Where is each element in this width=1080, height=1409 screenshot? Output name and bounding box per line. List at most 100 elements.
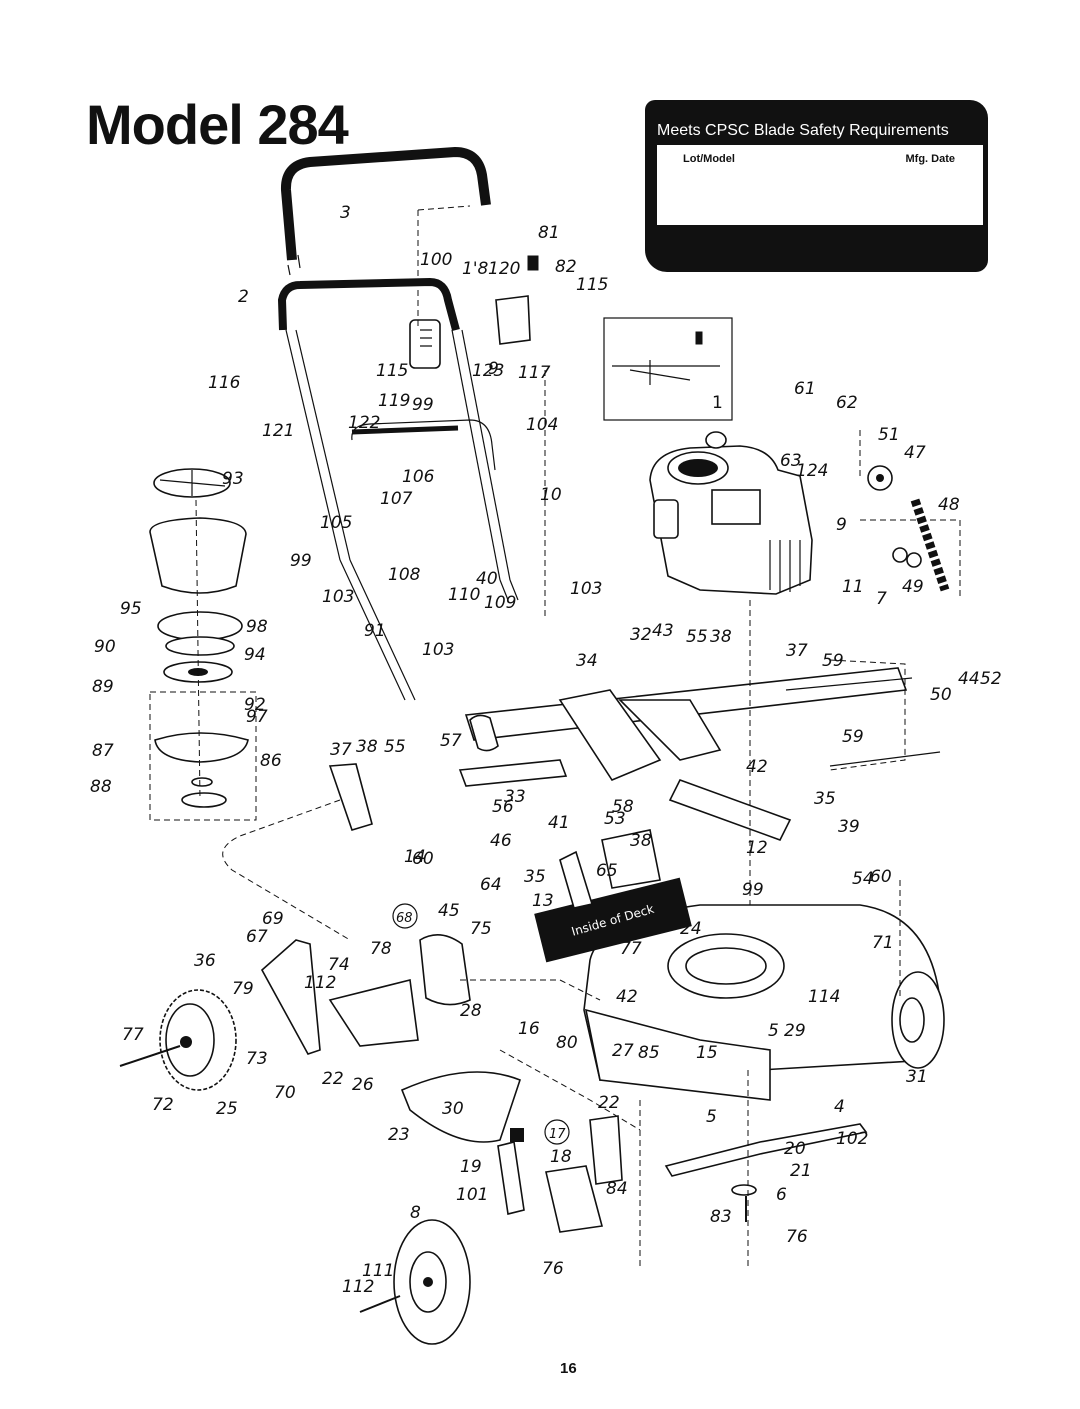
part-callout: 59 xyxy=(822,651,844,671)
mfg-date-label: Mfg. Date xyxy=(905,153,956,165)
part-callout: 70 xyxy=(274,1083,296,1103)
part-callout: 26 xyxy=(352,1075,374,1095)
inset-label: 1 xyxy=(712,393,723,413)
part-callout: 73 xyxy=(246,1049,268,1069)
lot-model-label: Lot/Model xyxy=(683,153,735,165)
part-callout: 48 xyxy=(938,495,960,515)
part-callout: 115 xyxy=(376,361,408,381)
part-callout: 76 xyxy=(786,1227,808,1247)
part-callout: 99 xyxy=(290,551,312,571)
part-callout: 119 xyxy=(378,391,410,411)
part-callout: 69 xyxy=(262,909,284,929)
part-callout: 95 xyxy=(120,599,142,619)
part-callout: 58 xyxy=(612,797,634,817)
guide-line xyxy=(860,519,961,600)
part-callout: 38 xyxy=(356,737,378,757)
gear-wheel xyxy=(119,989,237,1091)
part-callout: 112 xyxy=(342,1277,374,1297)
part-callout: 87 xyxy=(92,741,114,761)
part-callout: 38 xyxy=(710,627,732,647)
part-callout: 60 xyxy=(412,849,434,869)
part-callout: 108 xyxy=(388,565,421,585)
part-callout: 98 xyxy=(246,617,268,637)
part-callout: 12 xyxy=(746,838,768,858)
circled-label: 68 xyxy=(396,911,413,926)
part-callout: 72 xyxy=(152,1095,174,1115)
part-callout: 11 xyxy=(842,577,864,597)
chain-drive xyxy=(859,430,950,592)
part-callout: 105 xyxy=(320,513,352,533)
part-callout: 80 xyxy=(556,1033,578,1053)
part-callout: 51 xyxy=(878,425,900,445)
part-callout: 97 xyxy=(246,707,268,727)
part-callout: 121 xyxy=(262,421,294,441)
part-callout: 47 xyxy=(904,443,926,463)
part-callout: 88 xyxy=(90,777,112,797)
part-callout: 53 xyxy=(604,809,626,829)
part-callout: 77 xyxy=(620,939,642,959)
part-callout: 49 xyxy=(902,577,924,597)
upper-handle xyxy=(277,146,519,701)
part-callout: 81 xyxy=(538,223,560,243)
part-callout: 6 xyxy=(776,1185,787,1205)
part-callout: 75 xyxy=(470,919,492,939)
part-callout: 54 xyxy=(852,869,874,889)
part-callout: 67 xyxy=(246,927,268,947)
part-callout: 7 xyxy=(876,589,887,609)
part-callout: 74 xyxy=(328,955,350,975)
part-callout: 61 xyxy=(794,379,816,399)
part-callout: 59 xyxy=(842,727,864,747)
part-callout: 34 xyxy=(576,651,598,671)
part-callout: 57 xyxy=(440,731,462,751)
part-callout: 60 xyxy=(870,867,892,887)
part-callout: 37 xyxy=(330,740,352,760)
part-callout: 55 xyxy=(686,627,708,647)
part-callout: 84 xyxy=(606,1179,628,1199)
part-callout: 9 xyxy=(488,359,499,379)
engine xyxy=(649,431,813,595)
part-callout: 62 xyxy=(836,393,858,413)
part-callout: 9 xyxy=(836,515,847,535)
part-callout: 5 xyxy=(706,1107,717,1127)
part-callout: 85 xyxy=(638,1043,660,1063)
part-callout: 92 xyxy=(244,695,266,715)
part-callout: 1'8 xyxy=(462,259,488,279)
guide-line xyxy=(460,979,601,1001)
part-callout: 93 xyxy=(222,469,244,489)
part-callout: 36 xyxy=(194,951,216,971)
part-callout: 15 xyxy=(696,1043,718,1063)
part-callout: 78 xyxy=(370,939,392,959)
part-callout: 100 xyxy=(420,250,452,270)
part-callout: 13 xyxy=(532,891,554,911)
part-callout: 33 xyxy=(504,787,526,807)
part-callout: 14 xyxy=(404,847,426,867)
part-callout: 4 xyxy=(834,1097,845,1117)
part-callout: 44 xyxy=(958,669,980,689)
part-callout: 82 xyxy=(555,257,577,277)
part-callout: 43 xyxy=(652,621,674,641)
wheel-bracket-parts xyxy=(260,763,661,1055)
part-callout: 40 xyxy=(476,569,498,589)
part-callout: 76 xyxy=(542,1259,564,1279)
discharge-chute xyxy=(400,1071,623,1233)
part-callout: 22 xyxy=(322,1069,344,1089)
part-callout: 107 xyxy=(380,489,413,509)
part-callout: 90 xyxy=(94,637,116,657)
part-callout: 31 xyxy=(906,1067,928,1087)
part-callout: 64 xyxy=(480,875,502,895)
part-callout: 124 xyxy=(796,461,828,481)
part-callout: 63 xyxy=(780,451,802,471)
part-callout: 39 xyxy=(838,817,860,837)
part-callout: 23 xyxy=(388,1125,410,1145)
blade xyxy=(664,1123,868,1222)
part-callout: 16 xyxy=(518,1019,540,1039)
part-callout: 29 xyxy=(784,1021,806,1041)
part-callout: 123 xyxy=(472,361,504,381)
part-callout: 106 xyxy=(402,467,435,487)
part-callout: 65 xyxy=(596,861,618,881)
safety-header: Meets CPSC Blade Safety Requirements xyxy=(657,122,949,139)
control-bracket xyxy=(409,205,539,369)
part-callout: 110 xyxy=(448,585,480,605)
